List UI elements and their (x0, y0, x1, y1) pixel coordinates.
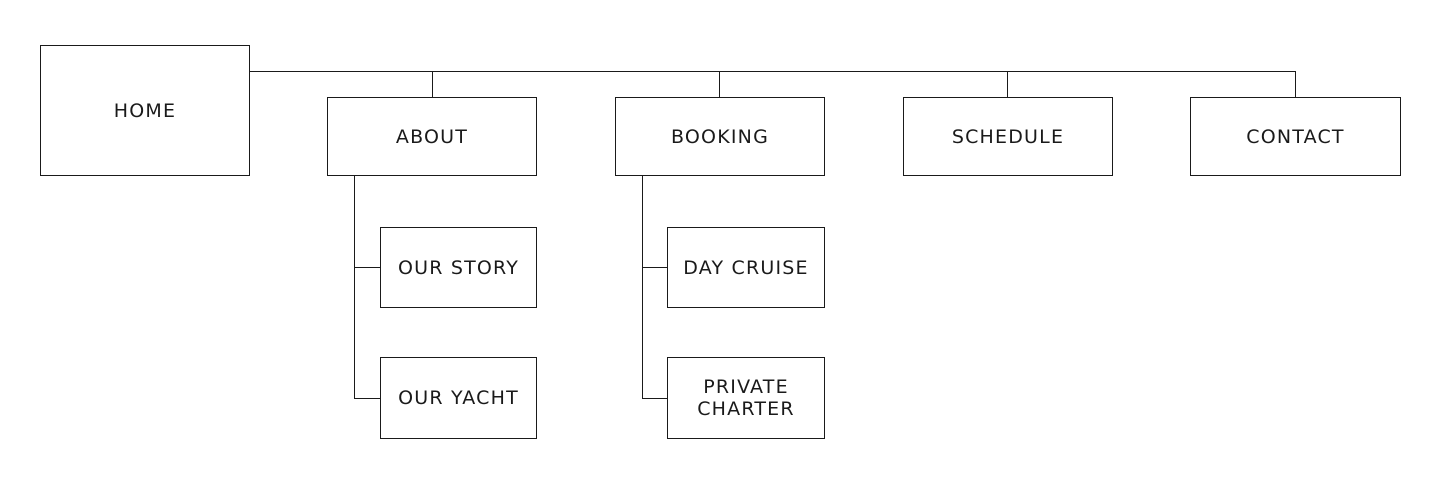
home-node[interactable]: HOME (40, 45, 250, 176)
schedule-label: SCHEDULE (951, 125, 1065, 148)
top-level-connector (249, 71, 1296, 72)
day-cruise-label: DAY CRUISE (683, 256, 809, 279)
booking-label: BOOKING (670, 125, 769, 148)
schedule-node[interactable]: SCHEDULE (903, 97, 1113, 176)
private-charter-branch-connector (642, 398, 668, 399)
about-node[interactable]: ABOUT (327, 97, 537, 176)
our-story-branch-connector (354, 267, 381, 268)
our-story-node[interactable]: OUR STORY (380, 227, 537, 308)
day-cruise-node[interactable]: DAY CRUISE (667, 227, 825, 308)
our-yacht-label: OUR YACHT (398, 387, 519, 409)
contact-label: CONTACT (1246, 125, 1345, 148)
about-children-connector (354, 175, 355, 399)
contact-drop-connector (1295, 71, 1296, 98)
private-charter-label: PRIVATE CHARTER (697, 376, 795, 420)
day-cruise-branch-connector (642, 267, 668, 268)
about-label: ABOUT (395, 125, 469, 148)
about-drop-connector (432, 71, 433, 98)
private-charter-node[interactable]: PRIVATE CHARTER (667, 357, 825, 439)
our-yacht-node[interactable]: OUR YACHT (380, 357, 537, 439)
schedule-drop-connector (1007, 71, 1008, 98)
our-yacht-branch-connector (354, 398, 381, 399)
booking-node[interactable]: BOOKING (615, 97, 825, 176)
booking-children-connector (642, 175, 643, 399)
home-label: HOME (113, 99, 177, 122)
contact-node[interactable]: CONTACT (1190, 97, 1401, 176)
our-story-label: OUR STORY (397, 256, 520, 279)
booking-drop-connector (719, 71, 720, 98)
